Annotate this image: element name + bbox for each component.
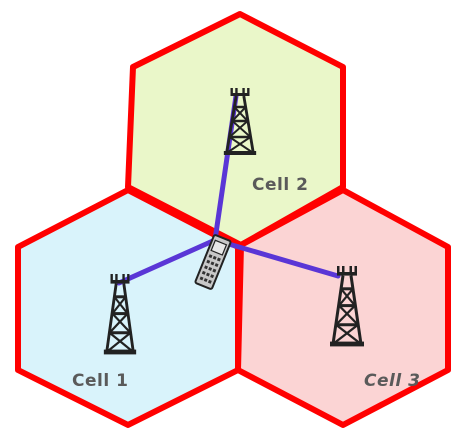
cell-2-label: Cell 2 — [252, 175, 308, 195]
link-to-cell-3 — [212, 237, 341, 279]
cell-3-hexagon — [235, 187, 451, 428]
cell-3-label: Cell 3 — [364, 371, 420, 391]
mobile-phone-icon — [194, 234, 232, 290]
link-to-cell-1 — [116, 237, 218, 286]
cell-1-label: Cell 1 — [72, 371, 128, 391]
